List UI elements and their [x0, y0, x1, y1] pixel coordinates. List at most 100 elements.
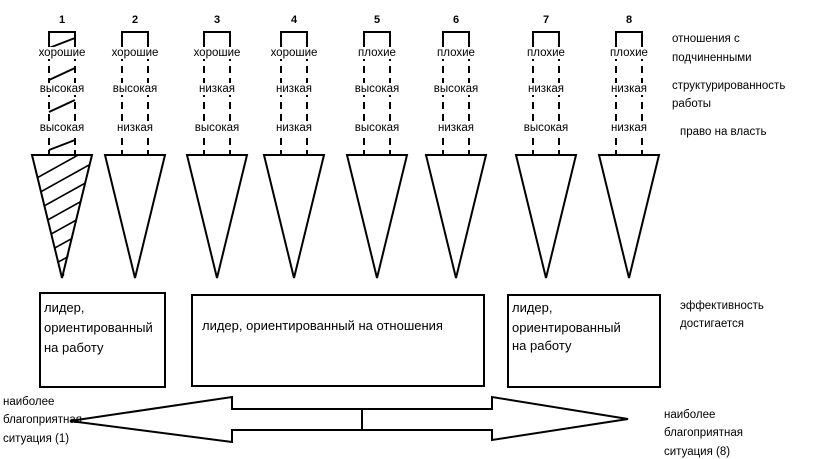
most-favorable-left-line1: наиболее [3, 396, 54, 408]
label-backing [111, 83, 159, 95]
task-leader-right-line3: на работу [512, 338, 572, 353]
favorability-arrow-right [361, 395, 629, 442]
label-backing [38, 122, 86, 134]
structure-value: низкая [611, 83, 647, 95]
arrow-head [597, 154, 661, 279]
hatch-line [48, 99, 76, 113]
situation-number: 3 [214, 14, 220, 26]
label-backing [38, 83, 86, 95]
label-backing [437, 122, 475, 134]
structure-value: высокая [355, 83, 400, 95]
hatch-line [48, 67, 76, 81]
label-backing [198, 83, 236, 95]
arrow-head [345, 154, 409, 279]
column-top-bracket [532, 31, 560, 42]
task-leader-left-line1: лидер, [44, 300, 85, 315]
power-value: высокая [355, 122, 400, 134]
label-backing [609, 47, 649, 59]
label-backing [353, 83, 401, 95]
situation-column-8: 8 плохие низкая низкая [597, 14, 661, 279]
label-backing [526, 47, 566, 59]
task-leader-right-line2: ориентированный [512, 320, 621, 335]
label-backing [193, 122, 241, 134]
relationship-leader-text: лидер, ориентированный на отношения [202, 318, 443, 333]
task-leader-right-line1: лидер, [512, 300, 553, 315]
power-value: низкая [117, 122, 153, 134]
label-backing [353, 122, 401, 134]
label-backing [269, 47, 319, 59]
structure-value: низкая [528, 83, 564, 95]
power-value: низкая [276, 122, 312, 134]
situation-number: 8 [626, 14, 632, 26]
relations-label-line2: подчиненными [672, 52, 752, 64]
label-backing [37, 47, 87, 59]
relationship-leader-box [191, 294, 485, 387]
column-top-bracket [363, 31, 391, 42]
hatch-line [48, 139, 76, 151]
favorability-arrow-left [69, 395, 363, 444]
relations-value: плохие [358, 47, 396, 59]
relations-value: хорошие [271, 47, 318, 59]
situation-column-4: 4 хорошие низкая низкая [262, 14, 326, 279]
hatch-line [48, 37, 76, 49]
arrow-head [514, 154, 578, 279]
label-backing [275, 122, 313, 134]
situation-number: 6 [453, 14, 459, 26]
situation-number: 2 [132, 14, 138, 26]
most-favorable-left-line3: ситуация (1) [3, 433, 69, 445]
arrow-head [30, 154, 94, 279]
situation-column-7: 7 плохие низкая высокая [514, 14, 578, 279]
situation-number: 5 [374, 14, 380, 26]
label-backing [522, 122, 570, 134]
arrow-head [262, 154, 326, 279]
situation-number: 7 [543, 14, 549, 26]
label-backing [275, 83, 313, 95]
relations-value: плохие [527, 47, 565, 59]
label-backing [436, 47, 476, 59]
arrow-head [185, 154, 249, 279]
relations-value: хорошие [39, 47, 86, 59]
relations-label-line1: отношения с [672, 33, 740, 45]
structure-label-line2: работы [672, 98, 711, 110]
column-top-bracket [442, 31, 470, 42]
power-value: высокая [524, 122, 569, 134]
most-favorable-right-line3: ситуация (8) [664, 446, 730, 458]
relations-value: плохие [610, 47, 648, 59]
label-backing [432, 83, 480, 95]
column-top-bracket [615, 31, 643, 42]
most-favorable-left-line2: благоприятная [3, 414, 82, 426]
relations-value: хорошие [194, 47, 241, 59]
arrow-head [424, 154, 488, 279]
label-backing [357, 47, 397, 59]
label-backing [110, 47, 160, 59]
structure-value: высокая [434, 83, 479, 95]
situation-number: 4 [291, 14, 298, 26]
task-leader-left-line2: ориентированный [44, 320, 153, 335]
structure-value: низкая [276, 83, 312, 95]
power-value: низкая [611, 122, 647, 134]
columns-layer: 1 хорошие высокая высокая 2 хорошие высокая низ… [30, 14, 661, 280]
label-backing [527, 83, 565, 95]
power-label: право на власть [680, 126, 767, 138]
most-favorable-right-line2: благоприятная [664, 427, 743, 439]
situation-number: 1 [59, 14, 65, 26]
structure-label-line1: структурированность [672, 80, 785, 92]
column-top-bracket [121, 31, 149, 42]
effectiveness-label-line2: достигается [680, 318, 744, 330]
label-backing [192, 47, 242, 59]
column-top-bracket [280, 31, 308, 42]
structure-value: низкая [199, 83, 235, 95]
task-leader-box-left [39, 292, 166, 388]
label-backing [610, 122, 648, 134]
structure-value: высокая [40, 83, 85, 95]
most-favorable-right-line1: наиболее [664, 409, 715, 421]
column-top-bracket [203, 31, 231, 42]
task-leader-left-line3: на работу [44, 340, 104, 355]
relations-value: хорошие [112, 47, 159, 59]
label-backing [610, 83, 648, 95]
